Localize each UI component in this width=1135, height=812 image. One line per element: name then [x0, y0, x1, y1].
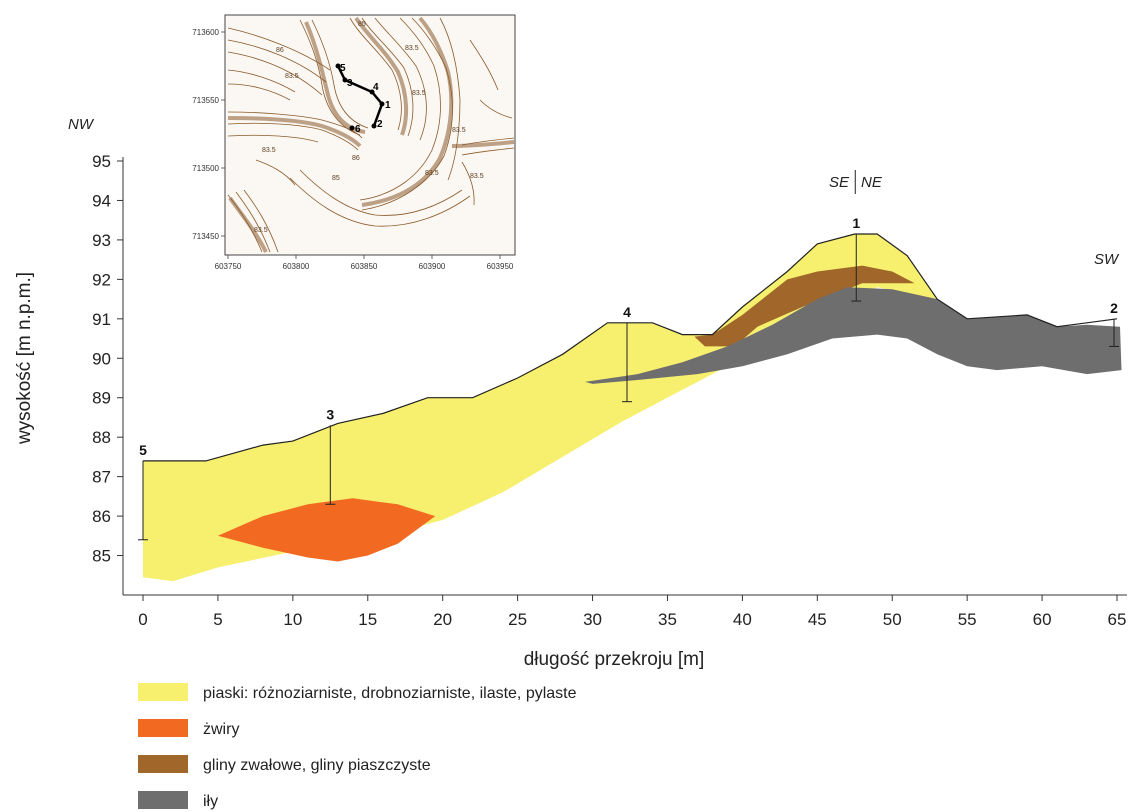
map-x-tick-label: 603800: [283, 262, 310, 271]
map-contour-label: 83.5: [412, 90, 426, 97]
direction-label-ne: NE: [861, 174, 883, 191]
map-point-label: 1: [385, 100, 391, 111]
direction-label-nw: NW: [68, 116, 95, 133]
x-tick-label: 45: [808, 610, 827, 629]
y-tick-label: 91: [92, 310, 111, 329]
map-contour-label: 86: [276, 47, 284, 54]
map-point-marker: [349, 125, 355, 131]
legend-label: żwiry: [203, 721, 239, 738]
map-x-tick-label: 603900: [419, 262, 446, 271]
map-x-tick-label: 603750: [215, 262, 242, 271]
map-point-marker: [379, 101, 385, 107]
inset-map-frame: [224, 14, 516, 256]
x-tick-label: 60: [1033, 610, 1052, 629]
x-tick-label: 55: [958, 610, 977, 629]
y-tick-label: 94: [92, 191, 111, 210]
y-tick-label: 85: [92, 547, 111, 566]
x-tick-label: 65: [1108, 610, 1127, 629]
inset-map-points: 5 3 4 1 2 6: [335, 63, 391, 135]
y-tick-label: 87: [92, 468, 111, 487]
ground-surface-line: [143, 233, 1118, 462]
map-y-tick-label: 713500: [192, 164, 219, 173]
y-tick-label: 88: [92, 428, 111, 447]
map-contour-label: 83.5: [425, 170, 439, 177]
map-y-tick-label: 713550: [192, 96, 219, 105]
map-contour-label: 83.5: [262, 147, 276, 154]
map-contour-label: 83.5: [254, 227, 268, 234]
inset-location-map: 86 83.5 85 83.5 83.5 83.5 83.5 83.5 85 8…: [192, 14, 516, 271]
x-tick-label: 50: [883, 610, 902, 629]
x-tick-label: 20: [433, 610, 452, 629]
map-contour-label: 85: [358, 21, 366, 28]
x-tick-label: 30: [583, 610, 602, 629]
borehole-label: 1: [852, 215, 860, 231]
legend-label: gliny zwałowe, gliny piaszczyste: [203, 757, 431, 774]
legend-swatch: [138, 755, 188, 773]
map-contour-label: 83.5: [285, 73, 299, 80]
layer-gliny-zwa-owe-gliny-piaszczyst: [694, 265, 915, 347]
legend-label: iły: [203, 793, 218, 810]
inset-map-ticks: [221, 31, 501, 259]
map-x-tick-label: 603950: [487, 262, 514, 271]
map-point-marker: [342, 77, 348, 83]
legend-swatch: [138, 791, 188, 809]
map-point-label: 5: [340, 63, 346, 74]
y-tick-label: 90: [92, 349, 111, 368]
inset-map-contour-labels: 86 83.5 85 83.5 83.5 83.5 83.5 83.5 85 8…: [254, 21, 484, 234]
x-tick-label: 25: [508, 610, 527, 629]
x-axis-title: długość przekroju [m]: [524, 649, 705, 670]
y-tick-label: 86: [92, 507, 111, 526]
map-point-label: 4: [373, 82, 379, 93]
x-tick-label: 0: [138, 610, 147, 629]
x-tick-label: 5: [213, 610, 222, 629]
map-point-marker: [371, 123, 377, 129]
x-tick-label: 35: [658, 610, 677, 629]
map-x-tick-label: 603850: [351, 262, 378, 271]
map-point-marker: [369, 89, 375, 95]
map-y-tick-label: 713450: [192, 232, 219, 241]
y-tick-label: 92: [92, 270, 111, 289]
y-tick-label: 89: [92, 389, 111, 408]
x-tick-label: 10: [283, 610, 302, 629]
x-tick-label: 15: [358, 610, 377, 629]
borehole-label: 4: [623, 304, 631, 320]
y-tick-label: 93: [92, 231, 111, 250]
map-point-label: 2: [377, 119, 383, 130]
x-tick-label: 40: [733, 610, 752, 629]
borehole-label: 2: [1110, 300, 1118, 316]
borehole-label: 3: [326, 406, 334, 422]
legend-swatch: [138, 683, 188, 701]
layer-z-wiry: [217, 498, 436, 562]
borehole-label: 5: [139, 442, 147, 458]
map-point-label: 6: [355, 124, 361, 135]
map-y-tick-label: 713600: [192, 28, 219, 37]
map-contour-label: 83.5: [405, 45, 419, 52]
map-contour-label: 83.5: [452, 127, 466, 134]
map-contour-label: 86: [352, 155, 360, 162]
cross-section-layers: [143, 234, 1122, 582]
direction-label-se: SE: [829, 174, 850, 191]
legend-label: piaski: różnoziarniste, drobnoziarniste,…: [203, 685, 577, 702]
map-contour-label: 85: [332, 175, 340, 182]
borehole-markers: 5 3 4 1 2: [138, 215, 1120, 541]
y-tick-label: 95: [92, 152, 111, 171]
map-point-label: 3: [347, 78, 353, 89]
y-axis-title: wysokość [m n.p.m.]: [14, 272, 35, 445]
direction-label-sw: SW: [1094, 251, 1120, 268]
map-point-marker: [335, 63, 341, 69]
legend-swatch: [138, 719, 188, 737]
layer-i-y: [585, 287, 1122, 384]
map-contour-label: 83.5: [470, 173, 484, 180]
legend: piaski: różnoziarniste, drobnoziarniste,…: [138, 683, 577, 810]
